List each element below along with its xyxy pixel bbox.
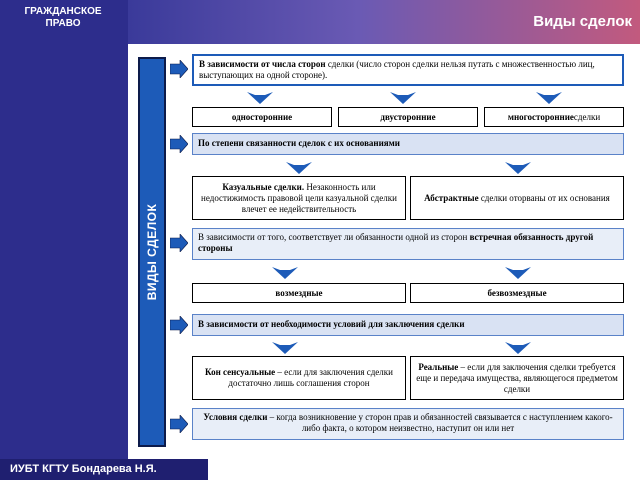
consensual-box: Кон сенсуальные – если для заключения сд… (192, 356, 406, 400)
section-deal-conditions: Условия сделки – когда возникновение у с… (192, 408, 624, 440)
section-conclusion-conditions: В зависимости от необходимости условий д… (192, 314, 624, 336)
right-arrow-icon (170, 316, 188, 334)
down-arrow-icon (272, 342, 298, 354)
right-arrow-icon (170, 234, 188, 252)
brand-title: ГРАЖДАНСКОЕ ПРАВО (4, 6, 122, 30)
bilateral-box: двусторонние (338, 107, 478, 127)
page-title: Виды сделок (533, 13, 632, 30)
vertical-category-bar: ВИДЫ СДЕЛОК (138, 57, 166, 447)
section-counter-obligation: В зависимости от того, соответствует ли … (192, 228, 624, 260)
down-arrow-icon (286, 162, 312, 174)
causal-bold: Казуальные сделки. (222, 181, 305, 192)
abstract-bold: Абстрактные (424, 192, 479, 203)
abstract-rest: сделки оторваны от их основания (478, 192, 610, 203)
multilateral-suffix: сделки (573, 111, 601, 122)
real-rest: – если для заключения сделки требуется е… (416, 361, 618, 394)
vertical-label: ВИДЫ СДЕЛОК (145, 203, 159, 301)
real-bold: Реальные (418, 361, 459, 372)
real-deals-box: Реальные – если для заключения сделки тр… (410, 356, 624, 400)
brand-line-1: ГРАЖДАНСКОЕ (24, 6, 102, 17)
section-1-bold: В зависимости от числа сторон (199, 59, 326, 69)
gratuitous-box: безвозмездные (410, 283, 624, 303)
compensated-box: возмездные (192, 283, 406, 303)
down-arrow-icon (272, 267, 298, 279)
down-arrow-icon (536, 92, 562, 104)
consensual-rest: – если для заключения сделки достаточно … (228, 367, 393, 388)
section-1-rest: сделки (число сторон сделки нельзя путат… (199, 59, 595, 80)
section-5-bold: Условия сделки (203, 412, 268, 422)
right-arrow-icon (170, 135, 188, 153)
down-arrow-icon (247, 92, 273, 104)
brand-line-2: ПРАВО (45, 18, 81, 29)
section-connection-to-basis: По степени связанности сделок с их основ… (192, 133, 624, 155)
section-3-plain: В зависимости от того, соответствует ли … (198, 232, 470, 242)
sidebar: ГРАЖДАНСКОЕ ПРАВО (0, 0, 128, 480)
section-number-of-parties: В зависимости от числа сторон сделки (чи… (192, 54, 624, 86)
causal-deals-box: Казуальные сделки. Незаконность или недо… (192, 176, 406, 220)
down-arrow-icon (505, 162, 531, 174)
unilateral-box: односторонние (192, 107, 332, 127)
section-5-rest: – когда возникновение у сторон прав и об… (267, 412, 613, 433)
right-arrow-icon (170, 60, 188, 78)
multilateral-label: многосторонние (507, 111, 574, 122)
causal-rest: Незаконность или недостижимость правовой… (201, 181, 397, 214)
section-3-bold: встречная обязанность другой стороны (198, 232, 594, 253)
header-bar: Виды сделок (128, 0, 640, 44)
consensual-bold: Кон сенсуальные (205, 367, 276, 377)
down-arrow-icon (390, 92, 416, 104)
right-arrow-icon (170, 415, 188, 433)
footer-credit: ИУБТ КГТУ Бондарева Н.Я. (0, 459, 208, 480)
down-arrow-icon (505, 342, 531, 354)
abstract-deals-box: Абстрактные сделки оторваны от их основа… (410, 176, 624, 220)
down-arrow-icon (505, 267, 531, 279)
multilateral-box: многосторонние сделки (484, 107, 624, 127)
